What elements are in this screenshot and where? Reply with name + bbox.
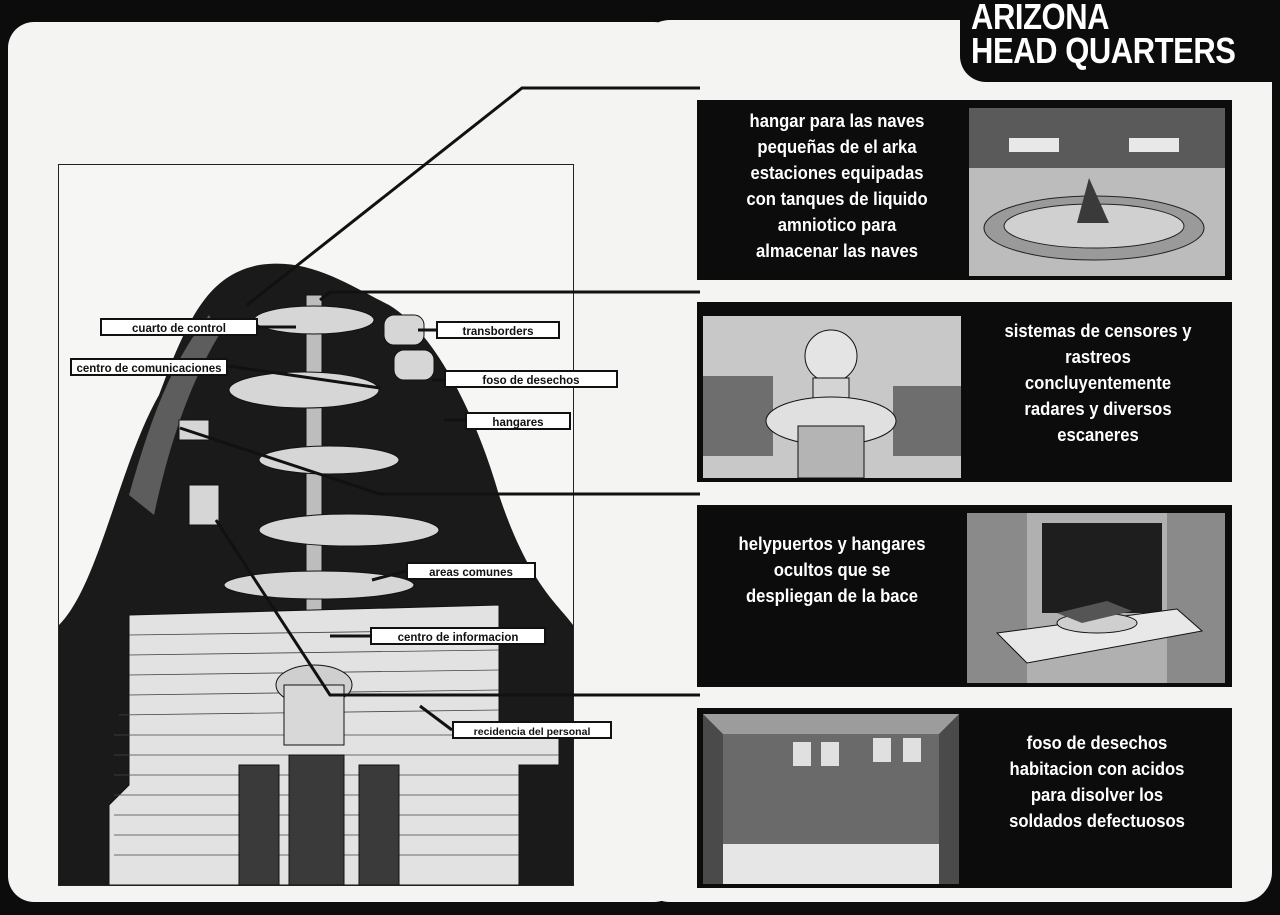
- panel-foso: foso de desechos habitacion con acidos p…: [697, 708, 1232, 888]
- label-transborders: transborders: [436, 321, 560, 339]
- page-title: ARIZONA HEAD QUARTERS: [971, 0, 1237, 71]
- waste-pit-illustration: [703, 714, 959, 884]
- base-cutaway-illustration: [59, 263, 573, 885]
- label-cuarto-de-control: cuarto de control: [100, 318, 258, 336]
- panel-hangar-line: hangar para las naves: [749, 110, 925, 131]
- label-recidencia-del-personal: recidencia del personal: [452, 721, 612, 739]
- panel-sensores-line: concluyentemente: [1024, 372, 1172, 393]
- panel-hangar-line: pequeñas de el arka: [757, 136, 917, 157]
- label-areas-comunes: areas comunes: [406, 562, 536, 580]
- title-line-1: ARIZONA: [971, 0, 1110, 37]
- panel-foso-text: foso de desechos habitacion con acidos p…: [982, 730, 1212, 834]
- panel-sensores: sistemas de censores y rastreos concluye…: [697, 302, 1232, 482]
- label-foso-de-desechos: foso de desechos: [444, 370, 618, 388]
- panel-hangar-line: estaciones equipadas: [750, 162, 924, 183]
- panel-sensores-text: sistemas de censores y rastreos concluye…: [982, 318, 1214, 448]
- cutaway-diagram: [58, 164, 574, 886]
- panel-helipuertos-line: despliegan de la bace: [745, 585, 919, 606]
- label-centro-de-informacion: centro de informacion: [370, 627, 546, 645]
- panel-foso-line: foso de desechos: [1026, 732, 1168, 753]
- panel-helipuertos-text: helypuertos y hangares ocultos que se de…: [720, 531, 945, 609]
- hangar-illustration: [969, 108, 1225, 276]
- panel-foso-line: soldados defectuosos: [1009, 810, 1185, 831]
- panel-hangar-line: con tanques de liquido: [746, 188, 928, 209]
- panel-sensores-line: radares y diversos: [1024, 398, 1172, 419]
- panel-hangar-text: hangar para las naves pequeñas de el ark…: [729, 108, 945, 264]
- title-line-2: HEAD QUARTERS: [971, 30, 1237, 71]
- panel-hangar: hangar para las naves pequeñas de el ark…: [697, 100, 1232, 280]
- sensor-room-illustration: [703, 316, 961, 478]
- label-centro-de-comunicaciones: centro de comunicaciones: [70, 358, 228, 376]
- title-background: [960, 0, 1280, 82]
- panel-sensores-line: sistemas de censores y: [1004, 320, 1192, 341]
- panel-helipuertos-line: helypuertos y hangares: [738, 533, 926, 554]
- panel-hangar-line: amniotico para: [777, 214, 897, 235]
- helipad-illustration: [967, 513, 1225, 683]
- panel-hangar-line: almacenar las naves: [756, 240, 918, 261]
- label-hangares: hangares: [465, 412, 571, 430]
- panel-helipuertos: helypuertos y hangares ocultos que se de…: [697, 505, 1232, 687]
- panel-sensores-line: escaneres: [1057, 424, 1139, 445]
- panel-helipuertos-line: ocultos que se: [773, 559, 891, 580]
- panel-foso-line: para disolver los: [1030, 784, 1164, 805]
- panel-sensores-line: rastreos: [1065, 346, 1131, 367]
- panel-foso-line: habitacion con acidos: [1009, 758, 1185, 779]
